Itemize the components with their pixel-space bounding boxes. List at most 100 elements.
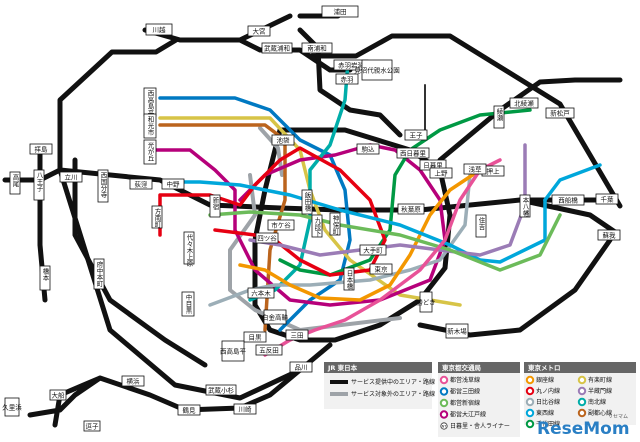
station-s36: 浅草 [463,163,487,175]
station-s1: 浦田 [321,5,359,18]
line-tozai [163,180,547,264]
station-box [369,263,393,275]
station-s59: 飯田橋 [301,189,313,215]
station-name: 品川 [295,363,308,371]
legend-label: 丸ノ内線 [536,387,560,395]
station-name: 西船橋 [558,195,578,204]
station-box [509,97,539,109]
line-ginza [238,168,482,302]
station-name: 秋葉原 [401,204,421,213]
legend-swatch [525,408,535,418]
station-name: 赤羽 [341,75,354,83]
station-box [97,169,109,203]
station-name: 新宿 [211,196,219,212]
station-box [361,59,393,81]
station-s7: 見沼代親水公園 [354,59,400,81]
legend-swatch [439,387,449,396]
legend-swatch [525,386,535,396]
station-box [59,171,83,183]
station-box [255,344,283,356]
legend-label: 千代田線 [536,420,560,428]
station-name: 住吉 [477,216,485,232]
station-name: 四ツ谷 [257,233,277,242]
legend-label: 日比谷線 [536,398,560,406]
station-box [181,291,195,317]
station-name: 立川 [65,172,78,181]
station-s24: 西国分寺 [97,169,109,203]
station-box [321,5,359,18]
station-box [205,384,237,396]
station-s12: 北綾瀬 [509,97,539,109]
station-box [243,331,267,343]
legend-label: 都営三田線 [450,388,480,396]
station-name: 鶴見 [183,405,197,414]
line-mita [158,96,352,332]
jr-joban-line [437,77,623,163]
station-name: 武蔵浦和 [264,43,290,52]
legend-metro-header [524,362,636,373]
station-s55: 白金高輪 [262,309,289,325]
station-name: 方南町 [153,207,161,228]
legend-label: 都営新宿線 [450,399,480,407]
station-s41: 五反田 [255,344,283,356]
legend-jr-body [324,373,432,409]
legend-swatch [525,397,535,407]
legend-label: 東西線 [536,409,554,417]
station-box [49,389,67,401]
station-box [595,193,619,205]
legend-label: 半蔵門線 [588,387,612,395]
station-box [255,232,279,244]
station-s61: 神保町 [329,212,341,236]
station-name: 東京 [375,264,389,273]
station-s49: 川崎 [233,403,257,415]
station-name: 新松戸 [550,108,570,117]
station-s32: 西船橋 [551,194,585,206]
station-s28: 新宿 [209,194,221,218]
station-box [289,361,313,373]
legend-label: 都営浅草線 [450,376,480,384]
line-hanzomon [248,143,527,257]
station-s62: 日本橋 [343,267,355,291]
station-box [221,340,245,362]
station-box [475,214,487,238]
station-box [121,375,145,387]
station-box [463,163,487,175]
jr-chuo-line [2,167,613,213]
station-s27: 方南町 [151,205,163,229]
station-box [233,403,257,415]
station-box [429,167,453,179]
station-box [397,203,425,215]
station-s60: 九段下 [311,214,323,238]
station-box [93,258,105,290]
station-s34: 蘇我 [597,229,621,241]
station-s5: 南浦和 [301,42,333,54]
station-box [177,404,201,416]
station-box [301,42,333,54]
station-box [493,105,505,129]
station-s22: 八王子 [33,169,45,201]
station-name: 大手町 [363,245,383,254]
station-name: 日暮里 [423,160,443,169]
legend-label: 銀座線 [536,376,554,384]
legend-swatch [577,408,587,418]
station-s17: 駒込 [356,143,380,155]
station-name: 府中本町 [95,260,103,288]
station-s65: 勝どき [416,291,436,313]
station-name: 中野 [167,179,181,188]
station-s25: 荻窪 [129,178,153,190]
station-name: 見沼代親水公園 [354,65,400,74]
station-box [247,287,275,299]
legend-toei-header [438,362,520,373]
station-s57: 四ツ谷 [255,232,279,244]
station-name: 蘇我 [603,230,617,239]
line-tozai-east [543,163,602,202]
station-box [143,139,157,165]
legend-jr-title: JR 東日本 [327,363,358,372]
station-s23: 高尾 [9,171,21,195]
station-s8: 赤羽 [335,73,359,85]
station-s19: 王子 [404,129,428,141]
legend-jr-label-1: サービス提供中のエリア・路線 [351,378,435,386]
